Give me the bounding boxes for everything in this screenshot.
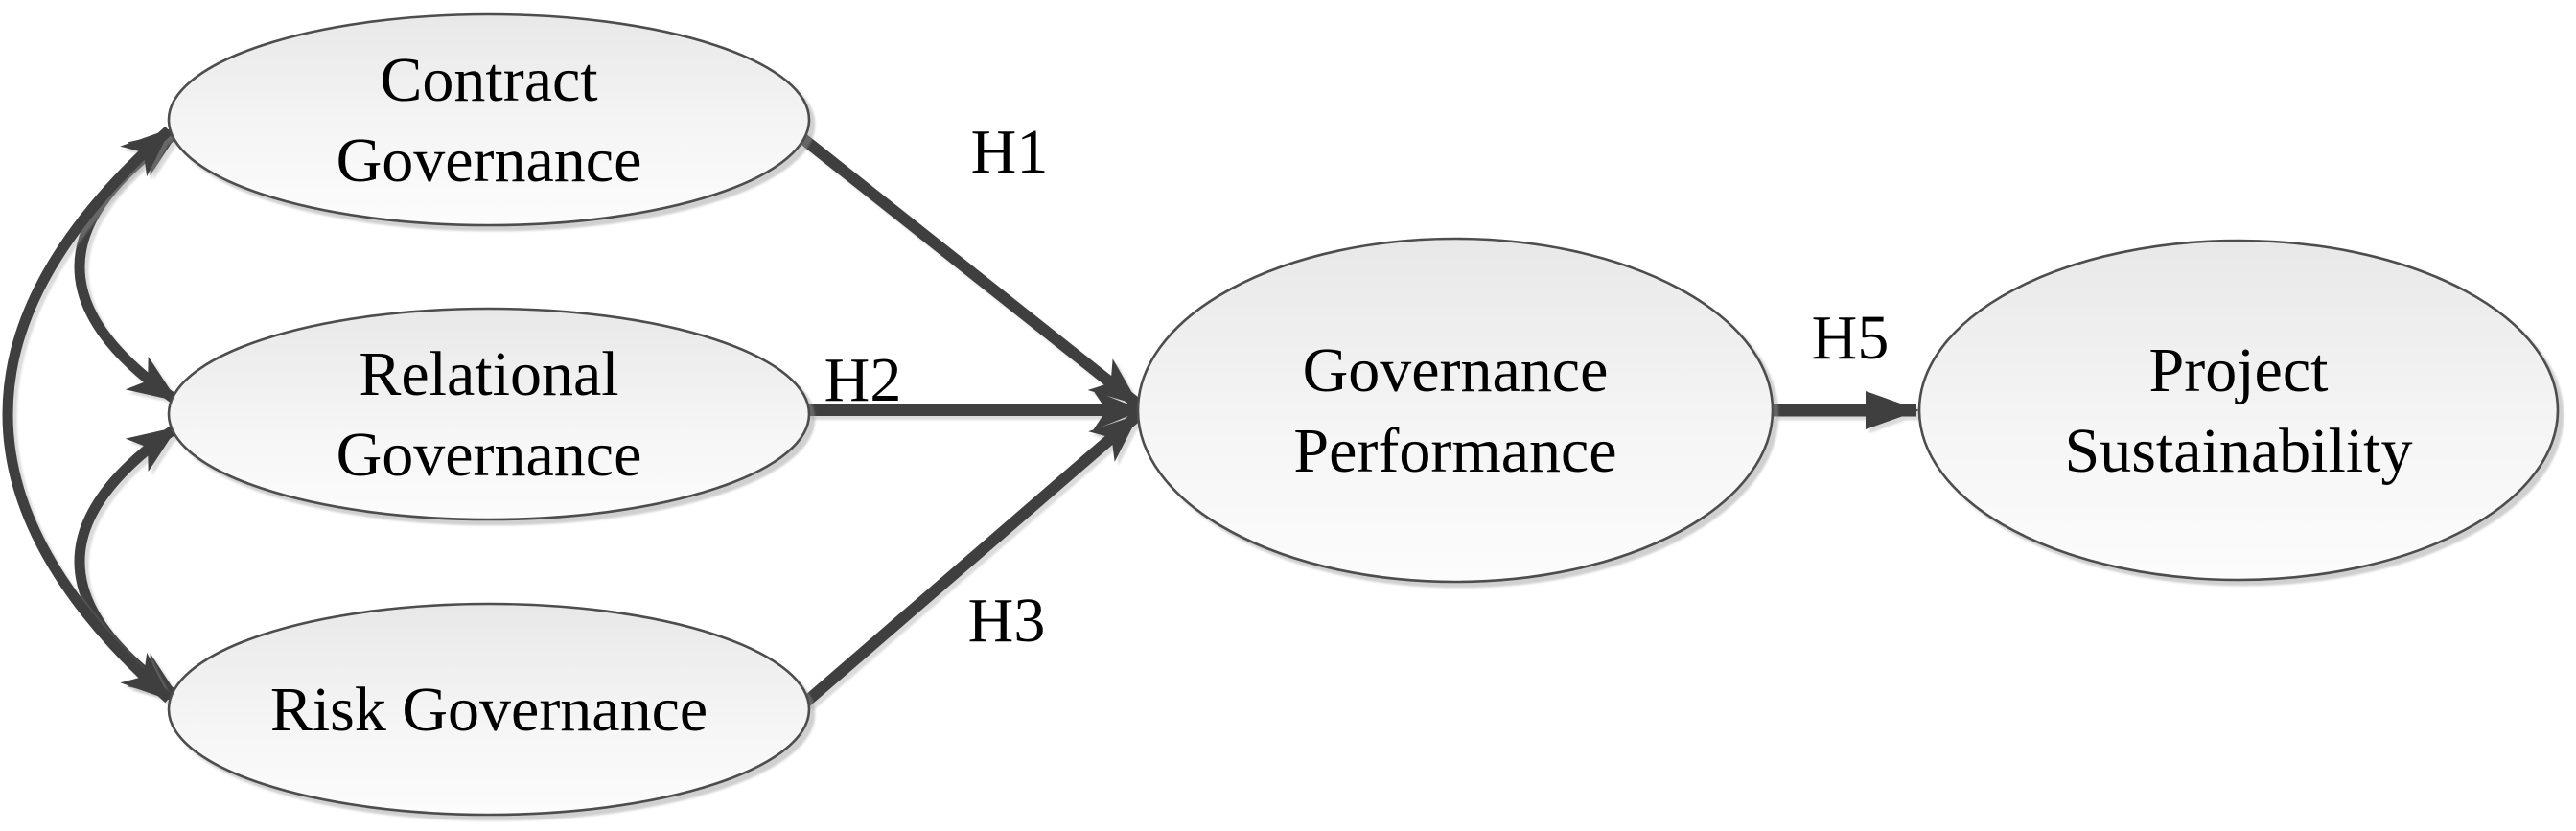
node-governance-performance: Governance Performance <box>1136 237 1775 584</box>
node-project-sustainability-line2: Sustainability <box>2065 416 2413 486</box>
node-project-sustainability: Project Sustainability <box>1917 239 2560 582</box>
node-contract-governance: Contract Governance <box>167 12 811 227</box>
arrow-h1 <box>800 134 1141 408</box>
covariance-arrow-contract-risk <box>2 126 173 704</box>
ellipse-relational-governance <box>167 307 811 521</box>
edge-label-h3: H3 <box>968 586 1046 656</box>
node-governance-performance-line2: Performance <box>1293 416 1616 486</box>
node-risk-governance: Risk Governance <box>167 602 811 817</box>
ellipse-project-sustainability <box>1917 239 2560 582</box>
node-contract-governance-line1: Contract <box>380 45 597 115</box>
edge-label-h5: H5 <box>1812 303 1890 373</box>
ellipse-governance-performance <box>1136 237 1775 584</box>
node-relational-governance-line2: Governance <box>337 420 642 490</box>
arrow-h3 <box>801 411 1141 707</box>
node-governance-performance-line1: Governance <box>1303 335 1609 405</box>
node-relational-governance-line1: Relational <box>359 339 618 409</box>
edge-label-h1: H1 <box>971 117 1049 187</box>
node-risk-governance-line1: Risk Governance <box>270 675 708 745</box>
node-relational-governance: Relational Governance <box>167 307 811 521</box>
ellipse-risk-governance <box>167 602 811 817</box>
edge-label-h2: H2 <box>824 345 902 415</box>
node-contract-governance-line2: Governance <box>337 126 642 196</box>
ellipse-contract-governance <box>167 12 811 227</box>
node-project-sustainability-line1: Project <box>2149 335 2329 405</box>
